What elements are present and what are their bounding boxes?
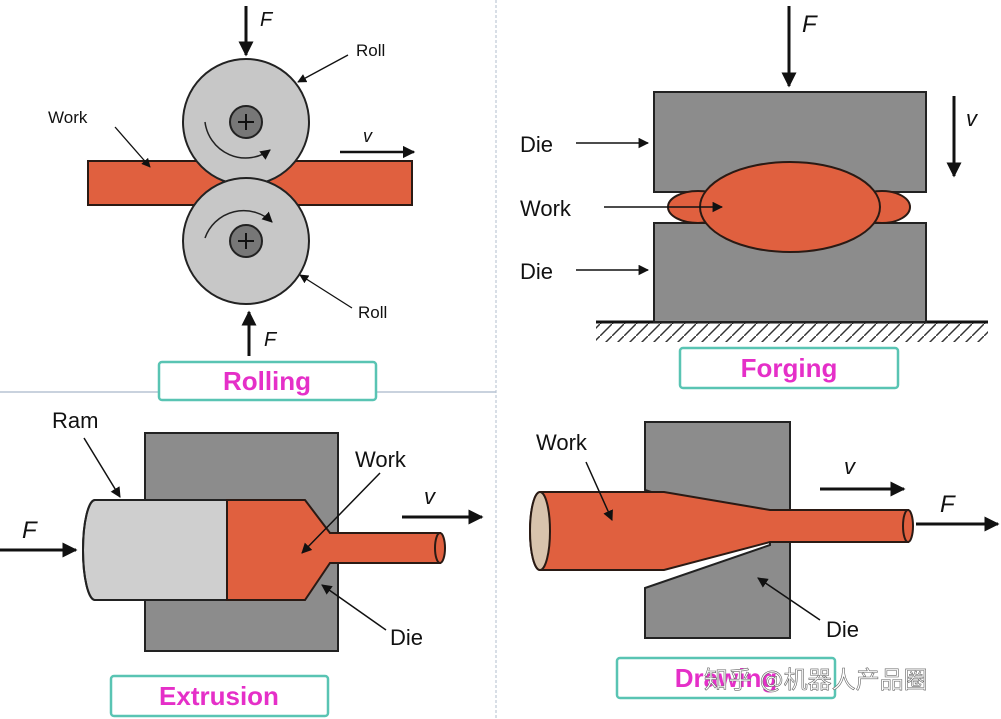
forging-velocity-label: v <box>966 106 979 131</box>
forging-work-piece <box>667 161 911 253</box>
extrusion-die-leader <box>321 584 387 631</box>
rolling-roll-top-label: Roll <box>356 41 385 60</box>
drawing-die-leader <box>757 577 821 621</box>
rolling-roll-top-leader <box>297 54 349 83</box>
rolling-panel: F Roll Work v Roll F Rolling <box>48 6 416 402</box>
extrusion-panel: Ram F Work v Die Extrusion <box>0 408 484 718</box>
rolling-top-roll <box>182 58 310 186</box>
extrusion-velocity-label: v <box>424 484 437 509</box>
forging-panel: F v Die Work Die Forging <box>520 6 988 390</box>
rolling-work-label: Work <box>48 108 88 127</box>
drawing-die-label: Die <box>826 617 859 642</box>
rolling-roll-bottom-leader <box>299 274 353 309</box>
forging-work-label: Work <box>520 196 572 221</box>
drawing-title-box <box>615 656 837 700</box>
extrusion-ram <box>82 499 228 601</box>
extrusion-ram-leader <box>83 437 121 498</box>
drawing-title: Drawing <box>675 663 778 693</box>
extrusion-title: Extrusion <box>159 681 279 711</box>
extrusion-die-label: Die <box>390 625 423 650</box>
drawing-work-leader <box>585 461 613 521</box>
extrusion-work-leader <box>301 472 381 554</box>
rolling-roll-bottom-label: Roll <box>358 303 387 322</box>
drawing-work-label: Work <box>536 430 588 455</box>
extrusion-ram-label: Ram <box>52 408 98 433</box>
rolling-title: Rolling <box>223 366 311 396</box>
drawing-velocity-label: v <box>844 454 857 479</box>
forging-title: Forging <box>741 353 838 383</box>
forging-die-bottom-label: Die <box>520 259 553 284</box>
forging-ground-hatch <box>596 322 988 342</box>
watermark: 知乎 @机器人产品圈 <box>704 666 928 694</box>
rolling-title-box <box>157 360 378 402</box>
extrusion-force-label: F <box>22 517 38 544</box>
drawing-work-piece <box>529 491 909 571</box>
rolling-force-top-label: F <box>260 9 274 31</box>
extrusion-work-label: Work <box>355 447 407 472</box>
extrusion-title-box <box>109 674 330 718</box>
forging-force-label: F <box>802 11 818 38</box>
drawing-panel: Work v F Die Drawing <box>529 421 1000 700</box>
rolling-force-bottom-label: F <box>264 329 278 351</box>
rolling-bottom-roll <box>182 177 310 305</box>
forging-title-box <box>678 346 900 390</box>
forging-die-top-label: Die <box>520 132 553 157</box>
rolling-velocity-label: v <box>363 126 373 146</box>
rolling-work-leader <box>114 126 151 168</box>
drawing-force-label: F <box>940 491 956 518</box>
